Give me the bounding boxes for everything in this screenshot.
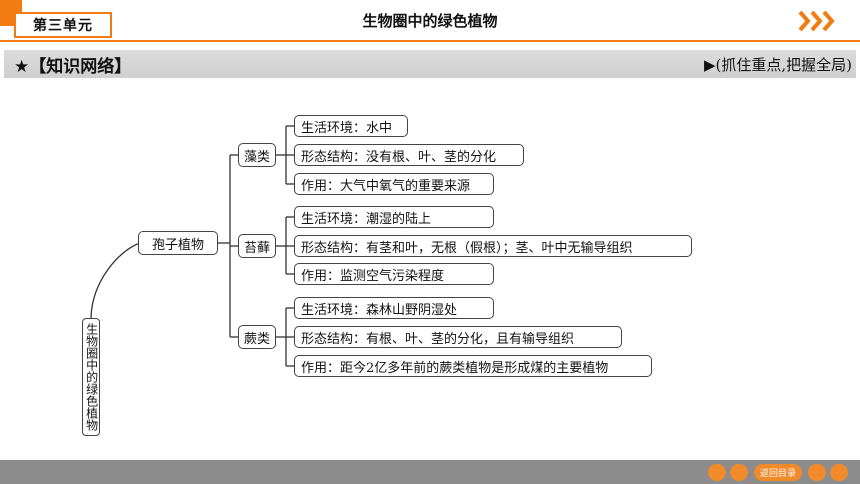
next-page-button[interactable] bbox=[808, 464, 826, 481]
section-title: ★【知识网络】 bbox=[14, 57, 132, 77]
prev-page-button[interactable] bbox=[730, 464, 748, 481]
moss-role: 作用：监测空气污染程度 bbox=[294, 263, 494, 285]
fern-habitat: 生活环境：森林山野阴湿处 bbox=[294, 297, 494, 319]
moss-structure: 形态结构：有茎和叶，无根（假根）；茎、叶中无输导组织 bbox=[294, 235, 692, 257]
algae-structure: 形态结构：没有根、叶、茎的分化 bbox=[294, 144, 524, 166]
section-bar: ★【知识网络】 ▶(抓住重点,把握全局) bbox=[4, 50, 856, 78]
node-algae: 藻类 bbox=[238, 143, 276, 167]
return-toc-button[interactable]: 返回目录 bbox=[754, 464, 802, 481]
page-title: 生物圈中的绿色植物 bbox=[362, 12, 498, 30]
algae-role: 作用：大气中氧气的重要来源 bbox=[294, 173, 494, 195]
last-page-button[interactable] bbox=[830, 464, 848, 481]
node-fern: 蕨类 bbox=[238, 325, 276, 349]
root-node: 生物圈中的绿色植物 bbox=[82, 318, 100, 436]
node-moss: 苔藓 bbox=[238, 234, 276, 258]
algae-habitat: 生活环境：水中 bbox=[294, 115, 408, 137]
section-subtitle: ▶(抓住重点,把握全局) bbox=[703, 56, 852, 74]
next-chevrons-icon[interactable] bbox=[796, 8, 842, 34]
moss-habitat: 生活环境：潮湿的陆上 bbox=[294, 206, 494, 228]
node-spore-plants: 孢子植物 bbox=[138, 231, 218, 255]
fern-role: 作用：距今2亿多年前的蕨类植物是形成煤的主要植物 bbox=[294, 355, 652, 377]
unit-label: 第三单元 bbox=[14, 12, 112, 38]
header-divider bbox=[0, 40, 860, 42]
first-page-button[interactable] bbox=[708, 464, 726, 481]
fern-structure: 形态结构：有根、叶、茎的分化，且有输导组织 bbox=[294, 326, 622, 348]
